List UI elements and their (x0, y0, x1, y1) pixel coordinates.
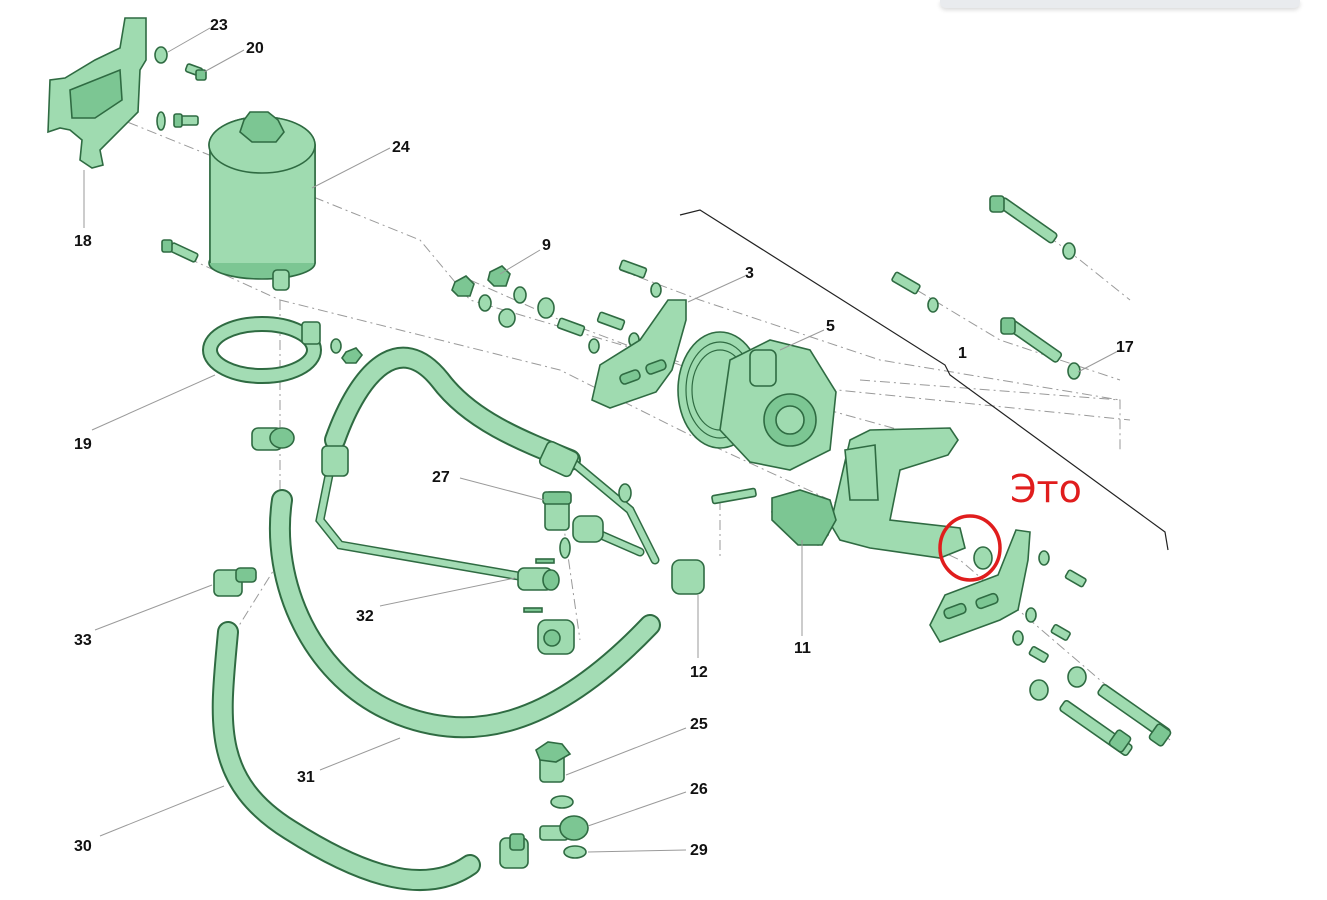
hose-clamp-12 (671, 559, 705, 595)
long-bolts-bottom (1059, 683, 1172, 757)
callout-30: 30 (74, 838, 92, 855)
rear-fasteners (1012, 550, 1087, 701)
mounting-bracket-18 (47, 17, 147, 169)
bolt-11 (711, 487, 757, 505)
o-ring-29 (563, 845, 587, 859)
banjo-bolt-27 (542, 491, 572, 531)
callout-29: 29 (690, 842, 708, 859)
callout-33: 33 (74, 632, 92, 649)
hose-clamp-33 (213, 567, 257, 597)
bolts-17 (891, 195, 1081, 380)
callout-12: 12 (690, 664, 708, 681)
pressure-hose (315, 346, 660, 583)
banjo-fitting-lower (537, 619, 575, 655)
fluid-reservoir-24 (208, 111, 316, 291)
callout-24: 24 (392, 139, 410, 156)
return-hose-31 (268, 489, 661, 739)
group-bracket (679, 209, 1169, 551)
o-ring-12 (618, 483, 632, 503)
callout-20: 20 (246, 40, 264, 57)
callout-23: 23 (210, 17, 228, 34)
banjo-fitting-32 (517, 567, 560, 591)
steering-pump-5 (677, 331, 837, 471)
callout-27: 27 (432, 469, 450, 486)
callout-17: 17 (1116, 339, 1134, 356)
callout-11: 11 (794, 640, 811, 657)
bolt-reservoir (161, 239, 199, 263)
seal-strip-a (535, 558, 555, 564)
callout-31: 31 (297, 769, 315, 786)
window-top-bar (940, 0, 1300, 8)
nuts-washers-9 (451, 265, 555, 328)
hose-clamp-bottom (499, 833, 529, 869)
callout-25: 25 (690, 716, 708, 733)
o-ring-27 (559, 537, 571, 559)
banjo-bolt-25 (535, 741, 572, 783)
pump-bracket-3 (591, 299, 687, 409)
leader-lines (83, 27, 1121, 853)
banjo-fitting-26 (539, 815, 589, 841)
callout-3: 3 (745, 265, 754, 282)
bolt-small (173, 113, 199, 128)
suction-hose-30 (211, 621, 481, 891)
annotation-text: Это (1010, 467, 1082, 511)
callout-26: 26 (690, 781, 708, 798)
seal-strip-b (523, 607, 543, 613)
callout-18: 18 (74, 233, 92, 250)
clamp-band-19 (202, 316, 322, 384)
callout-labels: 23 20 24 18 9 3 5 1 17 19 27 32 33 11 12… (74, 17, 1134, 859)
highlight-circle (938, 514, 1002, 582)
callout-5: 5 (826, 318, 835, 335)
banjo-fitting-27 (572, 515, 604, 543)
hose-clamp (251, 427, 295, 451)
bolt-20 (184, 63, 207, 81)
washer-19a (330, 338, 342, 354)
washer-23 (154, 46, 168, 64)
washer-small (156, 111, 166, 131)
highlighted-washer (973, 546, 993, 570)
pump-support-11 (770, 427, 966, 559)
callout-19: 19 (74, 436, 92, 453)
callout-1: 1 (958, 345, 967, 362)
rear-bracket (929, 529, 1031, 643)
nut-19 (341, 347, 364, 364)
o-ring-25 (550, 795, 574, 809)
callout-32: 32 (356, 608, 374, 625)
callout-9: 9 (542, 237, 551, 254)
